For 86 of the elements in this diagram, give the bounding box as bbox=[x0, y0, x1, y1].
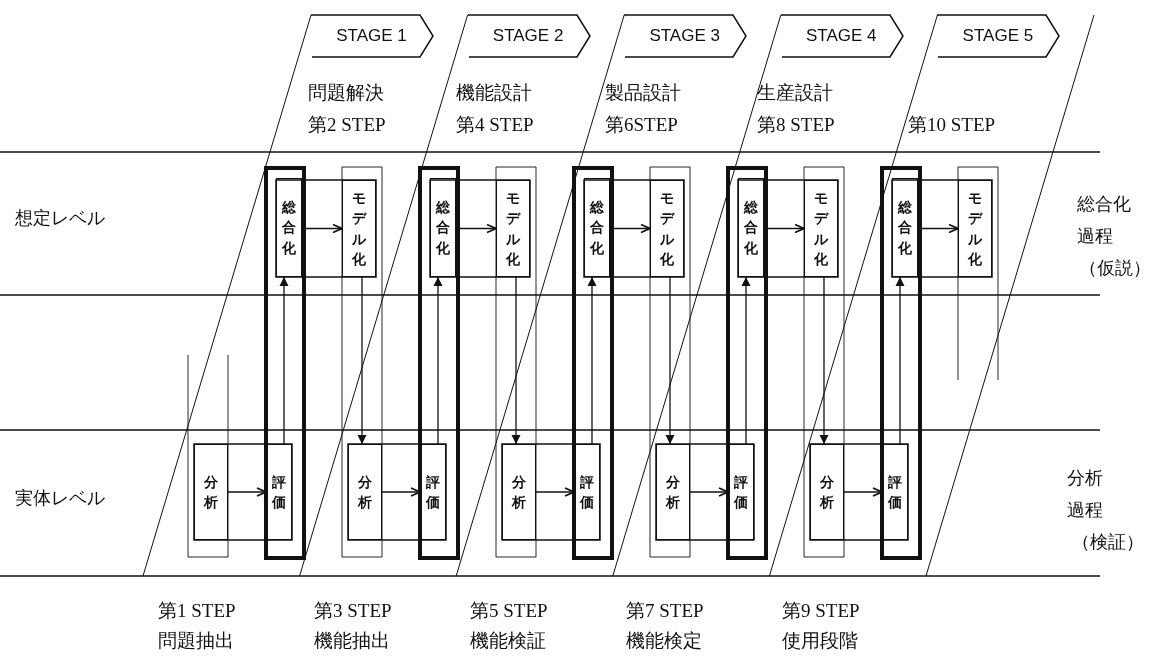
box-label: 評価 bbox=[580, 472, 594, 512]
process-box bbox=[584, 178, 610, 277]
box-label: 分析 bbox=[358, 472, 372, 512]
text-label: 分析 bbox=[1067, 466, 1103, 490]
arrow bbox=[895, 276, 905, 445]
process-box bbox=[266, 444, 292, 540]
arrow bbox=[433, 276, 443, 445]
box-label: モデル化 bbox=[352, 188, 366, 269]
process-box bbox=[574, 444, 600, 540]
stage-label: STAGE 2 bbox=[492, 25, 564, 46]
text-label: 機能検証 bbox=[470, 629, 546, 653]
text-label: 総合化 bbox=[1077, 192, 1131, 216]
box-label: 評価 bbox=[426, 472, 440, 512]
process-box bbox=[804, 180, 838, 277]
process-box bbox=[892, 178, 918, 277]
process-box bbox=[276, 178, 302, 277]
text-label: 第2 STEP bbox=[308, 113, 386, 137]
text-label: 第5 STEP bbox=[470, 599, 548, 623]
box-label: モデル化 bbox=[814, 188, 828, 269]
text-label: 生産設計 bbox=[757, 81, 833, 105]
arrow bbox=[665, 276, 675, 445]
text-label: 使用段階 bbox=[782, 629, 858, 653]
stage-label: STAGE 5 bbox=[962, 25, 1034, 46]
process-box bbox=[650, 180, 684, 277]
process-box bbox=[496, 180, 530, 277]
box-label: 総合化 bbox=[282, 198, 296, 258]
text-label: 機能抽出 bbox=[314, 629, 390, 653]
process-box bbox=[348, 444, 382, 540]
stage-label: STAGE 1 bbox=[336, 25, 407, 46]
text-label: 機能検定 bbox=[626, 629, 702, 653]
text-label: 第1 STEP bbox=[158, 599, 236, 623]
process-box bbox=[430, 178, 456, 277]
process-box bbox=[342, 180, 376, 277]
process-box bbox=[810, 444, 844, 540]
text-label: 問題抽出 bbox=[158, 629, 234, 653]
process-box bbox=[738, 178, 764, 277]
stage-label: STAGE 3 bbox=[649, 25, 720, 46]
arrow bbox=[689, 487, 729, 497]
box-label: 評価 bbox=[888, 472, 902, 512]
box-label: 総合化 bbox=[436, 198, 450, 258]
text-label: 第9 STEP bbox=[782, 599, 860, 623]
arrow bbox=[741, 276, 751, 445]
text-label: 第6STEP bbox=[605, 113, 678, 137]
arrow bbox=[535, 487, 575, 497]
text-label: 実体レベル bbox=[15, 486, 105, 510]
box-label: 総合化 bbox=[898, 198, 912, 258]
box-label: 総合化 bbox=[590, 198, 604, 258]
text-label: 問題解決 bbox=[308, 81, 384, 105]
box-label: 分析 bbox=[512, 472, 526, 512]
process-box bbox=[882, 444, 908, 540]
text-label: 第4 STEP bbox=[456, 113, 534, 137]
text-label: （仮説） bbox=[1079, 256, 1151, 280]
arrow bbox=[819, 276, 829, 445]
text-label: 想定レベル bbox=[15, 206, 105, 230]
box-label: モデル化 bbox=[660, 188, 674, 269]
text-label: 第8 STEP bbox=[757, 113, 835, 137]
arrow bbox=[279, 276, 289, 445]
box-label: モデル化 bbox=[506, 188, 520, 269]
box-label: 総合化 bbox=[744, 198, 758, 258]
process-box bbox=[958, 180, 992, 277]
process-box bbox=[656, 444, 690, 540]
text-label: 第10 STEP bbox=[908, 113, 996, 137]
arrow bbox=[227, 487, 267, 497]
text-label: （検証） bbox=[1072, 530, 1144, 554]
arrow bbox=[511, 276, 521, 445]
arrow bbox=[381, 487, 421, 497]
text-label: 機能設計 bbox=[456, 81, 532, 105]
box-label: 評価 bbox=[272, 472, 286, 512]
box-label: モデル化 bbox=[968, 188, 982, 269]
stage-label: STAGE 4 bbox=[806, 25, 877, 46]
arrow bbox=[587, 276, 597, 445]
text-label: 第3 STEP bbox=[314, 599, 392, 623]
process-box bbox=[728, 444, 754, 540]
box-label: 分析 bbox=[204, 472, 218, 512]
process-box bbox=[194, 444, 228, 540]
text-label: 過程 bbox=[1077, 224, 1113, 248]
process-box bbox=[420, 444, 446, 540]
box-label: 分析 bbox=[820, 472, 834, 512]
text-label: 第7 STEP bbox=[626, 599, 704, 623]
box-label: 分析 bbox=[666, 472, 680, 512]
text-label: 製品設計 bbox=[605, 81, 681, 105]
process-box bbox=[502, 444, 536, 540]
text-label: 過程 bbox=[1067, 498, 1103, 522]
arrow bbox=[357, 276, 367, 445]
box-label: 評価 bbox=[734, 472, 748, 512]
arrow bbox=[843, 487, 883, 497]
